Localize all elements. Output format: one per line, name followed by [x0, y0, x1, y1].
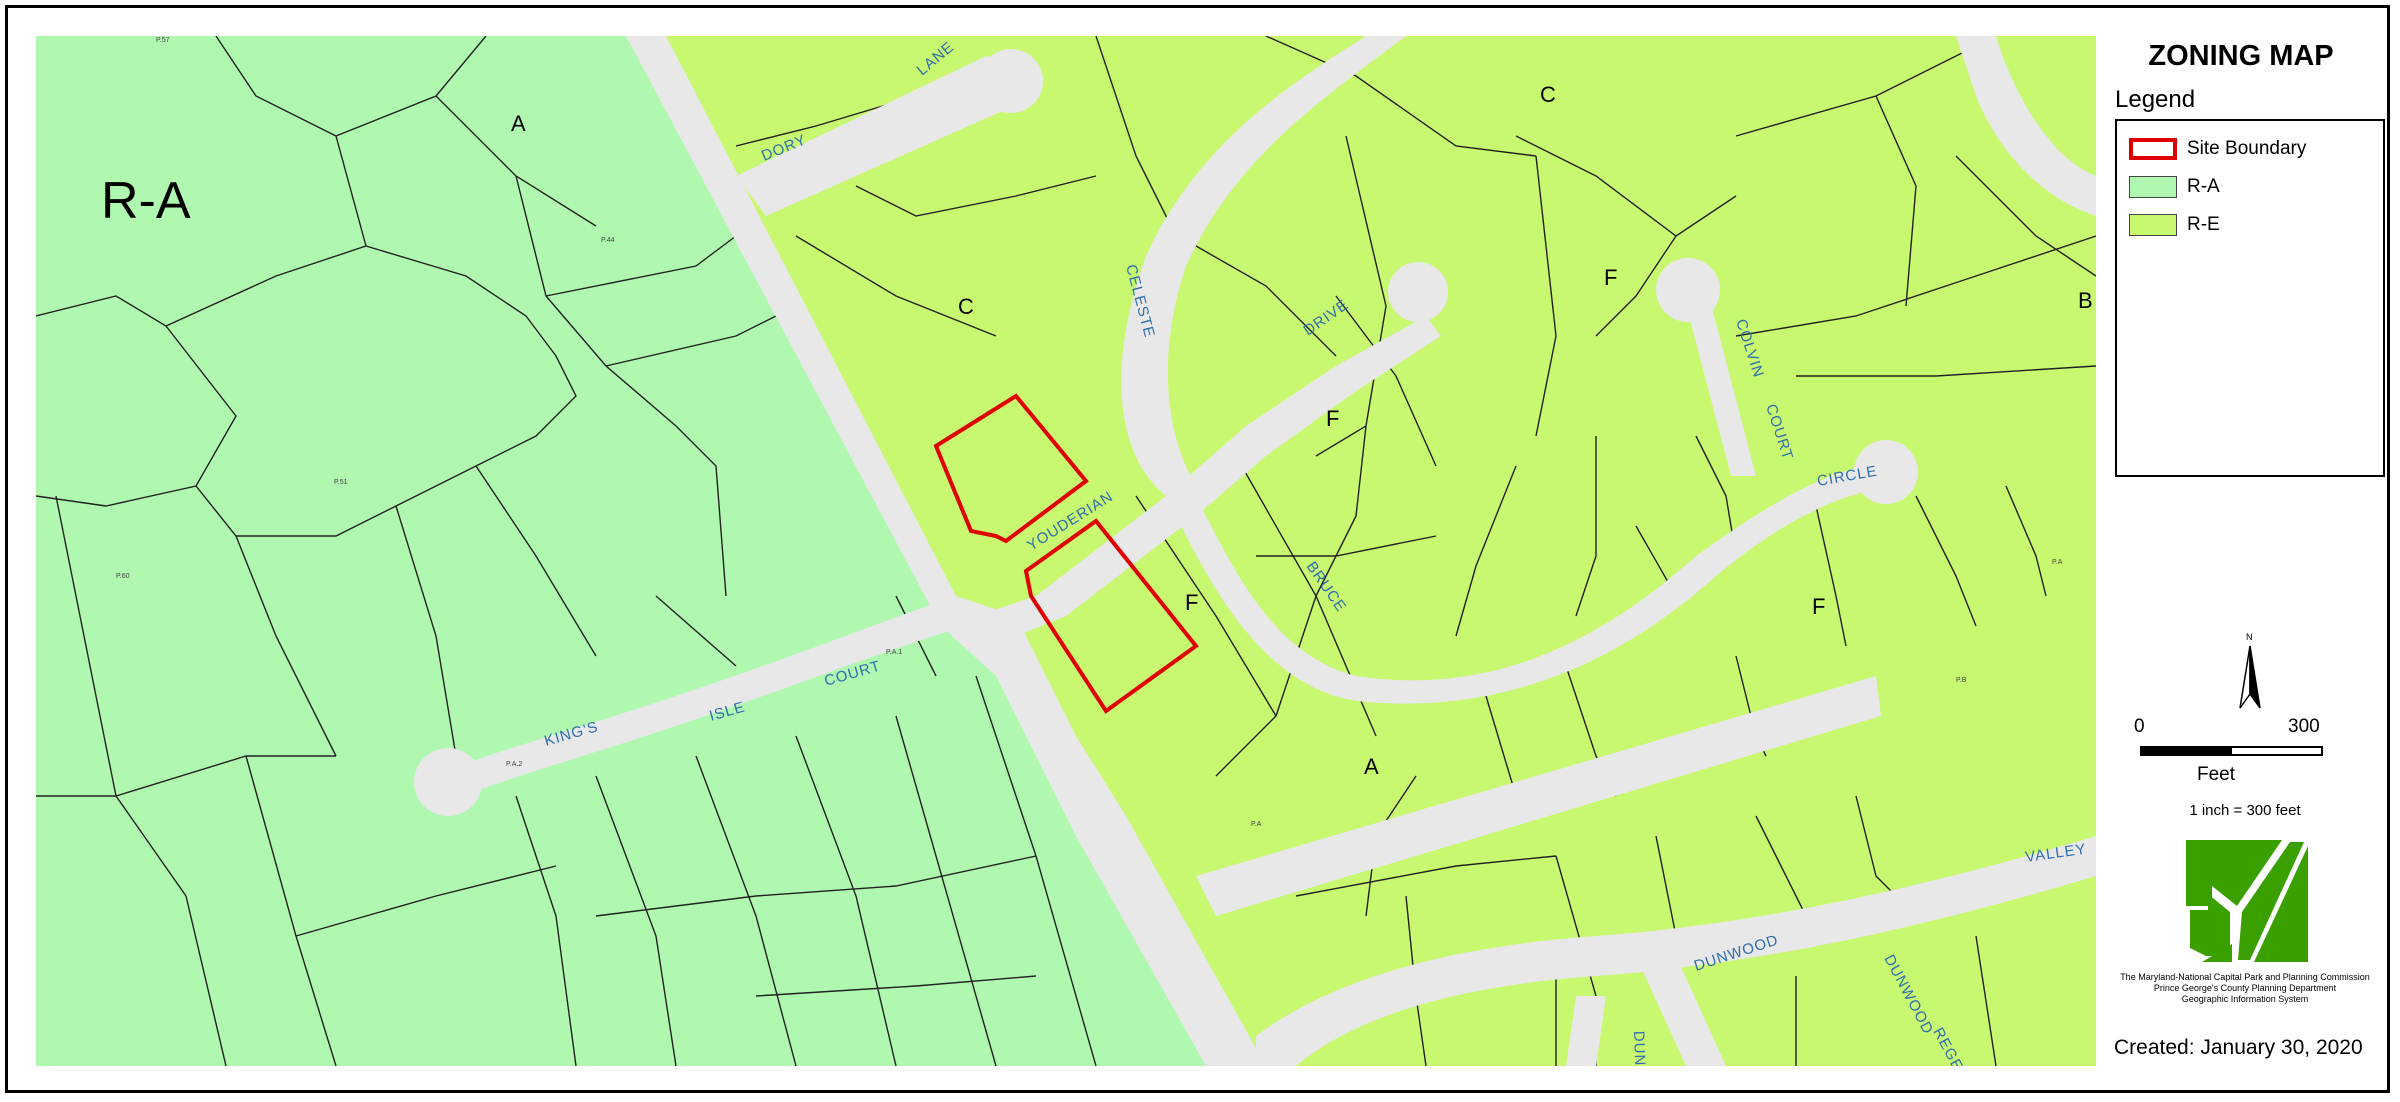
- scale-bar-graphic: [2140, 746, 2323, 756]
- legend-label: Site Boundary: [2187, 138, 2307, 159]
- scale-bar: 0 300 Feet: [2134, 716, 2370, 836]
- legend-item-site-boundary: Site Boundary: [2129, 137, 2306, 161]
- zone-labels: R-A A C C F F F F A B: [101, 82, 2093, 779]
- site-parcel-north[interactable]: [933, 393, 1089, 544]
- parcel-label: P.A: [1251, 821, 1262, 828]
- agency-credit: The Maryland-National Capital Park and P…: [2100, 972, 2390, 1005]
- legend-swatch-re: [2129, 214, 2177, 236]
- legend-swatch-site: [2129, 138, 2177, 160]
- zone-letter: F: [1326, 406, 1339, 431]
- legend-swatch-ra: [2129, 176, 2177, 198]
- map-frame: [5, 5, 2390, 1093]
- zone-letter: C: [1540, 82, 1556, 107]
- map-title: ZONING MAP: [2148, 40, 2334, 72]
- zone-letter: F: [1812, 594, 1825, 619]
- zone-letter: A: [1364, 754, 1379, 779]
- parcel-label: P.A.1: [886, 649, 902, 656]
- map-canvas[interactable]: DORY LANE CELESTE DRIVE COLVIN COURT CIR…: [36, 36, 2096, 1066]
- zone-letter: C: [958, 294, 974, 319]
- legend-item-ra: R-A: [2129, 175, 2220, 199]
- agency-line-2: Prince George's County Planning Departme…: [2153, 983, 2337, 993]
- road-network: [414, 36, 2096, 1066]
- scale-unit: Feet: [2197, 764, 2236, 785]
- agency-line-1: The Maryland-National Capital Park and P…: [2120, 972, 2370, 982]
- map-svg[interactable]: DORY LANE CELESTE DRIVE COLVIN COURT CIR…: [36, 36, 2096, 1066]
- ra-zone-area: [36, 36, 1266, 1066]
- north-arrow: N: [2236, 630, 2264, 715]
- parcel-label: P.44: [601, 237, 615, 244]
- site-parcel-south[interactable]: [1023, 518, 1199, 714]
- legend-panel: ZONING MAP Legend Site Boundary R-A R-E …: [2100, 36, 2390, 1066]
- zone-letter: A: [511, 111, 526, 136]
- parcel-labels: P.57 P.44 P.51 P.60 P.A.1 P.A.2 P.A P.A …: [116, 37, 2063, 828]
- mncppc-logo-icon: [2182, 836, 2312, 971]
- parcel-label: P.A.2: [506, 761, 522, 768]
- zone-letter: F: [1185, 590, 1198, 615]
- parcel-label: P.51: [334, 479, 348, 486]
- zone-letter: B: [2078, 288, 2093, 313]
- north-arrow-icon: N: [2239, 632, 2261, 709]
- north-arrow-label: N: [2246, 632, 2253, 642]
- site-boundary[interactable]: [933, 393, 1199, 714]
- agency-line-3: Geographic Information System: [2181, 994, 2309, 1004]
- parcel-label: P.A: [2052, 559, 2063, 566]
- scale-max: 300: [2288, 716, 2320, 737]
- street-label-dun: DUN: [1630, 1031, 1648, 1066]
- zone-letter: F: [1604, 265, 1617, 290]
- legend-label: R-E: [2187, 214, 2220, 235]
- legend-box: Site Boundary R-A R-E: [2115, 119, 2385, 477]
- legend-heading: Legend: [2115, 86, 2196, 113]
- parcel-label: P.B: [1956, 677, 1967, 684]
- parcel-label: P.60: [116, 573, 130, 580]
- scale-ratio: 1 inch = 300 feet: [2189, 802, 2301, 819]
- legend-label: R-A: [2187, 176, 2220, 197]
- zone-label-ra-large: R-A: [101, 172, 191, 230]
- parcel-label: P.57: [156, 37, 170, 44]
- created-date: Created: January 30, 2020: [2114, 1036, 2363, 1059]
- scale-zero: 0: [2134, 716, 2145, 737]
- legend-item-re: R-E: [2129, 213, 2220, 237]
